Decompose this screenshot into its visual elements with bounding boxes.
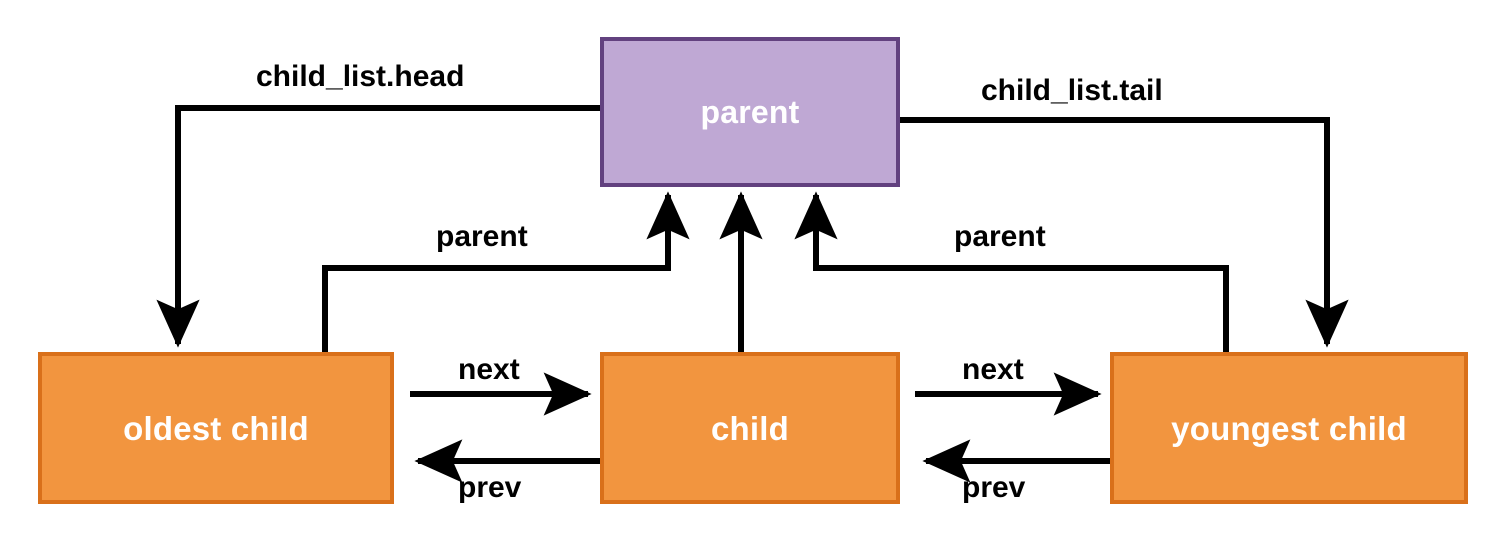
edge-label-prev-1: prev <box>458 471 522 504</box>
node-child[interactable]: child <box>600 352 900 504</box>
node-oldest-child-label: oldest child <box>123 409 309 447</box>
edge-label-parent-right: parent <box>954 220 1046 253</box>
edge-label-prev-2: prev <box>962 471 1026 504</box>
edge-label-next-2: next <box>962 353 1024 386</box>
node-parent-label: parent <box>700 94 800 130</box>
edge-label-parent-left: parent <box>436 220 528 253</box>
node-child-label: child <box>710 409 789 447</box>
node-youngest-child[interactable]: youngest child <box>1110 352 1468 504</box>
edge-child-list-tail <box>899 117 1349 348</box>
node-oldest-child[interactable]: oldest child <box>38 352 394 504</box>
edge-parent-from-oldest <box>322 191 690 352</box>
node-parent[interactable]: parent <box>600 37 900 187</box>
edge-parent-from-youngest <box>794 191 1229 352</box>
edge-child-list-head <box>156 105 600 348</box>
node-youngest-child-label: youngest child <box>1171 409 1407 447</box>
edge-label-child-list-tail: child_list.tail <box>981 74 1163 107</box>
edge-label-next-1: next <box>458 353 520 386</box>
edge-label-child-list-head: child_list.head <box>256 60 465 93</box>
